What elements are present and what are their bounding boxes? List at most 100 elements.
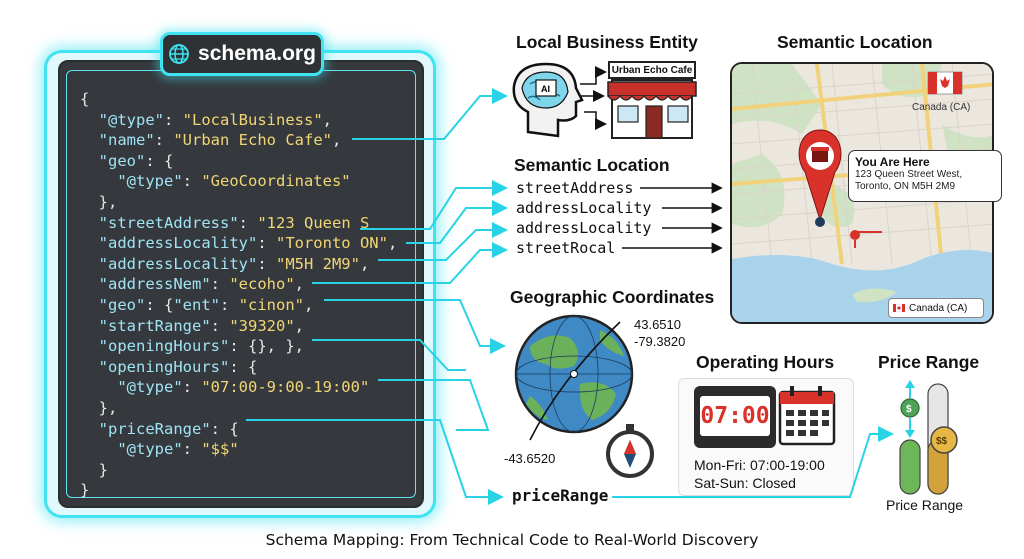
code-punct: : { xyxy=(145,151,174,170)
code-key: "openingHours" xyxy=(98,357,230,376)
storefront-icon xyxy=(607,79,697,139)
code-punct xyxy=(80,378,117,396)
code-line: "name": "Urban Echo Cafe", xyxy=(80,130,342,150)
code-key: "@type" xyxy=(117,440,183,459)
code-line: "geo": {"ent": "cinon", xyxy=(80,295,314,315)
field-address-locality: addressLocality xyxy=(516,199,652,217)
local-business-title: Local Business Entity xyxy=(516,32,698,52)
code-punct: { xyxy=(80,90,90,108)
code-string: "39320" xyxy=(229,316,295,335)
coordinate-lon: -79.3820 xyxy=(634,334,686,349)
code-string: "123 Queen S xyxy=(257,213,370,232)
code-punct: } xyxy=(80,460,108,479)
code-key: "ent" xyxy=(173,296,221,314)
code-punct: : xyxy=(182,378,202,397)
code-punct xyxy=(80,111,99,129)
code-punct: , xyxy=(322,110,332,129)
code-punct xyxy=(80,440,117,458)
globe-icon xyxy=(514,314,634,441)
code-punct xyxy=(80,275,99,293)
code-punct: , xyxy=(294,316,304,335)
code-key: "@type" xyxy=(117,378,183,397)
canada-flag-small-icon xyxy=(893,304,905,312)
code-key: "addressLocality" xyxy=(98,254,258,273)
price-low-symbol: $ xyxy=(906,404,912,415)
price-range-slider-icon xyxy=(899,380,958,495)
you-are-here-popup: You Are Here 123 Queen Street West, Toro… xyxy=(848,150,1002,202)
code-line: "streetAddress": "123 Queen S xyxy=(80,213,370,233)
code-line: "@type": "07:00-9:00-19:00" xyxy=(80,377,369,397)
operating-hours-title: Operating Hours xyxy=(696,352,835,372)
field-street-address: streetAddress xyxy=(516,179,634,197)
ai-head-icon xyxy=(512,62,584,138)
code-line: "geo": { xyxy=(80,151,174,171)
code-string: "LocalBusiness" xyxy=(182,110,323,129)
hours-weekend: Sat-Sun: Closed xyxy=(694,475,796,491)
coordinate-lat: 43.6510 xyxy=(634,317,681,332)
popup-title: You Are Here xyxy=(855,155,930,169)
popup-address-line2: Toronto, ON M5H 2M9 xyxy=(855,181,956,192)
code-string: "ecoho" xyxy=(229,275,295,294)
code-line: } xyxy=(80,480,89,500)
code-punct: , xyxy=(304,296,314,314)
code-punct: }, xyxy=(80,399,118,417)
code-line: { xyxy=(80,89,89,109)
code-punct xyxy=(80,255,99,273)
code-punct xyxy=(80,296,99,314)
code-punct: : xyxy=(257,234,276,253)
badge-label: schema.org xyxy=(198,42,316,65)
code-key: "name" xyxy=(98,131,155,150)
price-high-symbol: $$ xyxy=(936,436,948,447)
compass-icon xyxy=(606,424,654,478)
field-address-locality-2: addressLocality xyxy=(516,219,652,237)
globe-icon xyxy=(169,44,189,64)
code-punct xyxy=(80,420,99,438)
code-line: } xyxy=(80,460,108,480)
code-punct: , xyxy=(387,234,398,253)
popup-address-line1: 123 Queen Street West, xyxy=(855,169,963,180)
code-punct xyxy=(80,131,99,149)
semantic-location-title: Semantic Location xyxy=(514,155,670,175)
code-key: "addressNem" xyxy=(98,275,211,294)
schema-org-badge: schema.org xyxy=(160,32,324,76)
map-country-bottom-label: Canada (CA) xyxy=(909,302,968,314)
code-line: "@type": "$$" xyxy=(80,439,239,459)
code-punct: : xyxy=(182,440,202,459)
price-range-field: priceRange xyxy=(512,486,609,505)
code-line: "startRange": "39320", xyxy=(80,316,304,336)
code-string: "M5H 2M9" xyxy=(275,254,360,273)
code-punct: : xyxy=(257,254,276,273)
semantic-location-map-title: Semantic Location xyxy=(777,32,933,52)
code-string: "GeoCoordinates" xyxy=(201,172,351,191)
code-punct: : xyxy=(154,131,174,150)
code-punct: }, xyxy=(80,193,118,211)
code-punct: : xyxy=(238,213,258,232)
code-key: "priceRange" xyxy=(98,419,211,438)
code-string: "$$" xyxy=(201,440,239,459)
code-punct xyxy=(80,317,99,335)
code-line: "priceRange": { xyxy=(80,419,239,439)
code-key: "streetAddress" xyxy=(98,213,239,232)
code-string: "07:00-9:00-19:00" xyxy=(201,378,370,397)
map-country-top: Canada (CA) xyxy=(912,102,971,113)
code-line: "@type": "LocalBusiness", xyxy=(80,110,332,130)
price-range-caption: Price Range xyxy=(886,497,964,513)
code-line: "openingHours": {}, }, xyxy=(80,336,304,356)
store-sign: Urban Echo Cafe xyxy=(608,61,696,79)
map-country-bottom: Canada (CA) xyxy=(888,298,984,318)
code-key: "@type" xyxy=(98,110,164,129)
code-line: }, xyxy=(80,398,118,418)
code-line: "openingHours": { xyxy=(80,357,258,377)
code-punct: : xyxy=(164,110,183,129)
code-line: "@type": "GeoCoordinates" xyxy=(80,171,351,191)
code-key: "startRange" xyxy=(98,316,211,335)
code-punct xyxy=(80,337,99,355)
price-range-title: Price Range xyxy=(878,352,980,372)
coordinate-neg-lat: -43.6520 xyxy=(504,451,556,466)
code-punct: : xyxy=(210,275,230,294)
field-street-rocal: streetRocal xyxy=(516,239,616,257)
code-punct: } xyxy=(80,481,90,500)
code-punct xyxy=(80,172,117,190)
hours-weekday: Mon-Fri: 07:00-19:00 xyxy=(694,457,825,473)
code-key: "addressLocality" xyxy=(98,234,258,253)
